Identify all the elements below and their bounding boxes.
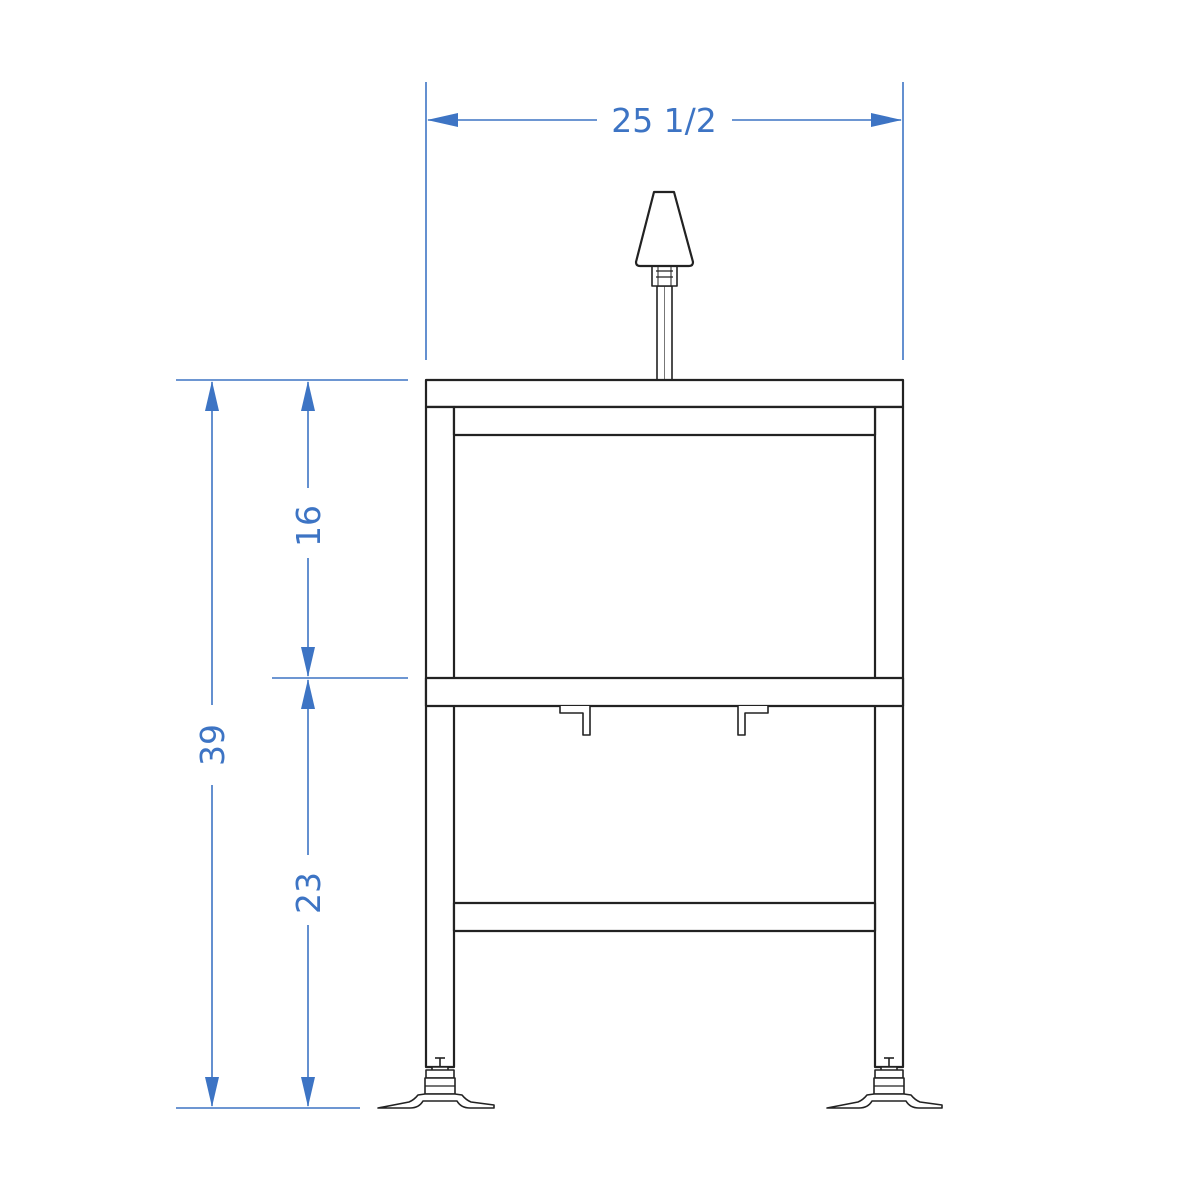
right-leveling-foot bbox=[826, 1057, 943, 1109]
overall-height-arrow-top bbox=[205, 381, 219, 411]
overall-height-label: 39 bbox=[193, 724, 232, 766]
lower-section-label: 23 bbox=[289, 872, 328, 914]
left-foot-base bbox=[377, 1093, 495, 1109]
right-foot-base bbox=[826, 1093, 943, 1109]
upper-section-dimension: 16 bbox=[289, 381, 328, 677]
left-leveling-foot bbox=[377, 1057, 495, 1109]
stand-drawing bbox=[377, 190, 943, 1109]
lamp-shade bbox=[634, 190, 695, 268]
lower-height-arrow-bottom bbox=[301, 1077, 315, 1107]
lower-section-dimension: 23 bbox=[289, 679, 328, 1107]
lamp-nut bbox=[651, 265, 678, 287]
right-leg bbox=[873, 405, 905, 1069]
upper-crossbar bbox=[452, 405, 877, 437]
lower-crossbar bbox=[452, 901, 877, 933]
width-arrow-right bbox=[871, 113, 902, 127]
upper-section-label: 16 bbox=[289, 505, 328, 547]
right-bracket bbox=[737, 706, 769, 736]
overall-height-dimension: 39 bbox=[193, 381, 232, 1107]
left-bracket bbox=[559, 706, 591, 736]
left-foot-washer bbox=[425, 1069, 455, 1079]
right-foot-washer bbox=[874, 1069, 904, 1079]
width-dimension: 25 1/2 bbox=[425, 82, 904, 360]
upper-height-arrow-top bbox=[301, 381, 315, 411]
left-leg bbox=[424, 405, 456, 1069]
top-slab bbox=[424, 378, 905, 409]
width-arrow-left bbox=[427, 113, 458, 127]
lower-height-arrow-top bbox=[301, 679, 315, 709]
height-extension-lines bbox=[176, 379, 408, 1109]
width-dimension-label: 25 1/2 bbox=[611, 101, 717, 140]
lamp bbox=[634, 190, 695, 381]
middle-shelf bbox=[424, 676, 905, 708]
upper-height-arrow-bottom bbox=[301, 647, 315, 677]
overall-height-arrow-bottom bbox=[205, 1077, 219, 1107]
